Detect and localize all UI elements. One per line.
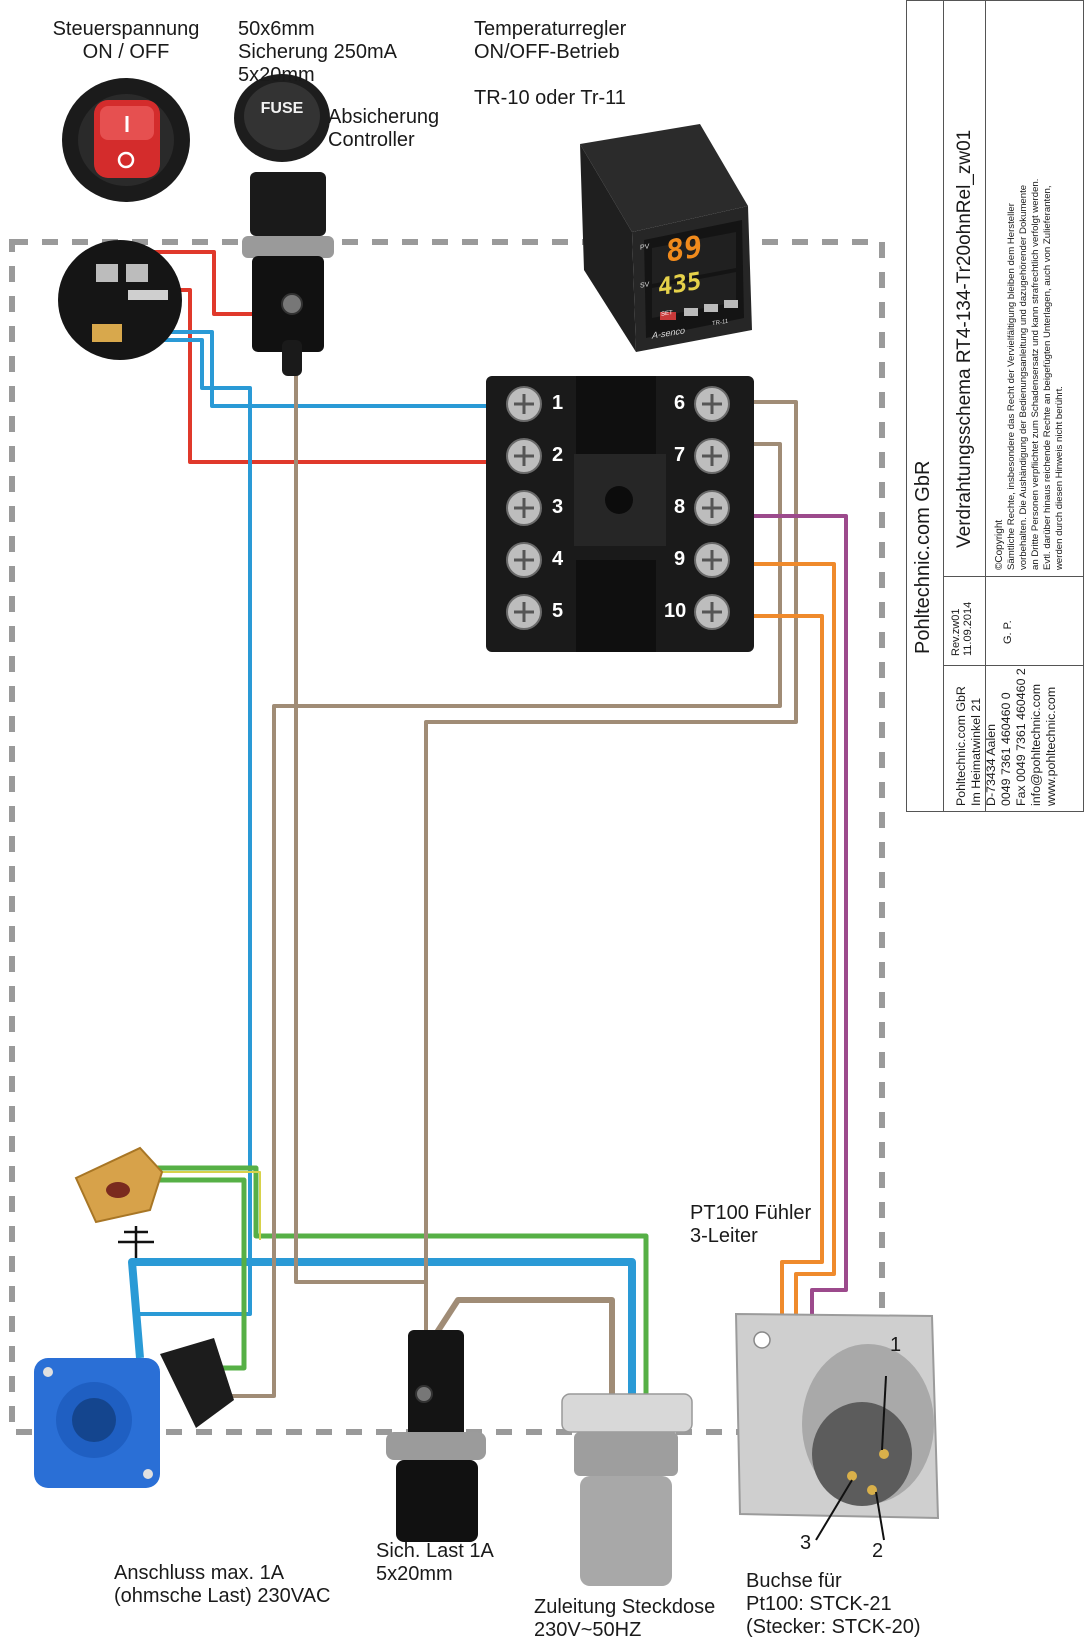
copyright-line: an Dritte Personen verpflichtet zum Scha… bbox=[1030, 178, 1041, 570]
socket-pin-2: 2 bbox=[872, 1540, 884, 1562]
terminal-number-right-4: 9 bbox=[674, 548, 686, 570]
title-block-row-split bbox=[944, 576, 1084, 666]
controller-label-line: ON/OFF-Betrieb bbox=[474, 41, 620, 63]
controller-sv-label: SV bbox=[640, 281, 650, 290]
fuse-holder-load-picture bbox=[386, 1330, 486, 1542]
terminal-number-right-2: 7 bbox=[674, 444, 686, 466]
title-company: Pohltechnic.com GbR bbox=[912, 460, 934, 654]
title-document: Verdrahtungsschema RT4-134-Tr20ohnRel_zw… bbox=[954, 129, 975, 548]
controller-label-line: Temperaturregler bbox=[474, 18, 627, 40]
address-line: www.pohltechnic.com bbox=[1044, 686, 1058, 806]
fuse-holder-top-picture bbox=[234, 74, 334, 376]
socket-label-line: (Stecker: STCK-20) bbox=[746, 1616, 921, 1638]
ground-symbol bbox=[118, 1226, 154, 1258]
wire-ground-2 bbox=[150, 1177, 247, 1371]
ground-lug-picture bbox=[74, 1146, 164, 1224]
address-line: info@pohltechnic.com bbox=[1029, 683, 1043, 806]
switch-label: Steuerspannung ON / OFF bbox=[46, 18, 206, 64]
title-block-rev-divider bbox=[944, 576, 986, 812]
controller-pv-label: PV bbox=[640, 243, 650, 252]
wire-brown-terminal-6 bbox=[424, 400, 798, 1340]
supply-label-line: 230V~50HZ bbox=[534, 1619, 642, 1641]
terminal-number-left-4: 4 bbox=[552, 548, 564, 570]
fuse-top-note-line: Controller bbox=[328, 129, 415, 151]
title-author: G. P. bbox=[1002, 620, 1014, 644]
title-date: 11.09.2014 bbox=[962, 601, 974, 656]
cable-gland-picture bbox=[561, 1393, 693, 1586]
connector-in-label: Anschluss max. 1A (ohmsche Last) 230VAC bbox=[114, 1562, 330, 1608]
address-line: D-73434 Aalen bbox=[984, 724, 998, 806]
wire-brown-fuse-down bbox=[294, 340, 428, 1328]
socket-label-line: Buchse für bbox=[746, 1570, 842, 1592]
fuse-top-label-line: 50x6mm bbox=[238, 18, 315, 40]
address-line: Im Heimatwinkel 21 bbox=[969, 697, 983, 806]
ground-glyph: ⏚ bbox=[170, 1230, 171, 1231]
title-block-col-document bbox=[944, 0, 986, 576]
terminal-number-left-3: 3 bbox=[552, 496, 564, 518]
address-line: Fax 0049 7361 460460 2 bbox=[1014, 668, 1028, 806]
terminal-number-right-5: 10 bbox=[664, 600, 687, 622]
fuse-load-label: Sich. Last 1A 5x20mm bbox=[376, 1540, 494, 1586]
fuse-top-label: 50x6mm Sicherung 250mA 5x20mm bbox=[238, 18, 397, 87]
title-copyright: ©Copyright Sämtliche Rechte, insbesonder… bbox=[994, 179, 1066, 570]
controller-label-line: TR-10 oder Tr-11 bbox=[474, 87, 626, 109]
title-block-col-company bbox=[906, 0, 944, 812]
title-revision: Rev.zw01 bbox=[950, 608, 962, 656]
socket-label-line: Pt100: STCK-21 bbox=[746, 1593, 892, 1615]
supply-label: Zuleitung Steckdose 230V~50HZ bbox=[534, 1596, 715, 1642]
pt100-label-line: 3-Leiter bbox=[690, 1225, 758, 1247]
fuse-top-label-line: 5x20mm bbox=[238, 64, 315, 86]
fuse-top-note-line: Absicherung bbox=[328, 106, 440, 128]
temperature-controller-picture bbox=[580, 124, 752, 352]
connector-in-label-line: (ohmsche Last) 230VAC bbox=[114, 1585, 331, 1607]
copyright-line: vorbehalten. Die Aushändigung der Bedien… bbox=[1018, 184, 1029, 570]
pt100-socket-picture bbox=[734, 1312, 940, 1541]
socket-label: Buchse für Pt100: STCK-21 (Stecker: STCK… bbox=[746, 1570, 920, 1639]
wire-ground-1 bbox=[150, 1165, 649, 1398]
address-line: Pohltechnic.com GbR bbox=[954, 686, 968, 806]
switch-label-line: Steuerspannung bbox=[52, 18, 200, 40]
wire-blue-supply bbox=[128, 1258, 636, 1398]
terminal-block-picture bbox=[486, 376, 754, 652]
supply-label-line: Zuleitung Steckdose bbox=[534, 1596, 716, 1618]
controller-label: Temperaturregler ON/OFF-Betrieb TR-10 od… bbox=[474, 18, 626, 110]
fuse-load-label-line: Sich. Last 1A bbox=[376, 1540, 494, 1562]
rocker-switch-picture bbox=[62, 78, 190, 202]
terminal-number-left-2: 2 bbox=[552, 444, 564, 466]
copyright-title: ©Copyright bbox=[994, 519, 1005, 570]
wire-ground-2-yellow bbox=[152, 1171, 261, 1240]
address-line: 0049 7361 460460 0 bbox=[999, 692, 1013, 806]
terminal-number-right-3: 8 bbox=[674, 496, 686, 518]
copyright-line: Evtl. darüber hinaus reichende Rechte an… bbox=[1042, 185, 1053, 570]
wire-purple-terminal-8 bbox=[730, 514, 872, 1454]
wires bbox=[110, 250, 872, 1498]
terminal-number-left-5: 5 bbox=[552, 600, 564, 622]
terminal-screws bbox=[506, 386, 730, 630]
wire-brown-fuse-to-supply bbox=[429, 1297, 615, 1398]
controller-label-line bbox=[474, 64, 626, 87]
wire-brown-terminal-7 bbox=[226, 442, 782, 1398]
pt100-label-line: PT100 Fühler bbox=[690, 1202, 812, 1224]
wire-blue-switch-to-terminal-1 bbox=[110, 330, 540, 408]
terminal-number-left-1: 1 bbox=[552, 392, 564, 414]
title-block: Pohltechnic.com GbR Verdrahtungsschema R… bbox=[906, 0, 1084, 812]
copyright-line: Sämtliche Rechte, insbesondere das Recht… bbox=[1006, 203, 1017, 570]
powercon-connector-picture bbox=[34, 1338, 234, 1488]
connector-in-label-line: Anschluss max. 1A bbox=[114, 1562, 285, 1584]
controller-pv-display: 89 bbox=[666, 229, 703, 270]
fuse-top-note: Absicherung Controller bbox=[328, 106, 439, 152]
copyright-line: werden durch diesen Hinweis nicht berühr… bbox=[1054, 386, 1065, 570]
fuse-top-label-line: Sicherung 250mA bbox=[238, 41, 397, 63]
pt100-label: PT100 Fühler 3-Leiter bbox=[690, 1202, 811, 1248]
socket-pin-1: 1 bbox=[890, 1334, 902, 1356]
fuse-cap-text: FUSE bbox=[260, 100, 304, 117]
switch-label-line: ON / OFF bbox=[82, 41, 170, 63]
rocker-switch-rear-picture bbox=[58, 240, 182, 360]
title-address: Pohltechnic.com GbR Im Heimatwinkel 21 D… bbox=[954, 668, 1059, 806]
socket-pin-3: 3 bbox=[800, 1532, 812, 1554]
terminal-number-right-1: 6 bbox=[674, 392, 686, 414]
fuse-load-label-line: 5x20mm bbox=[376, 1563, 453, 1585]
